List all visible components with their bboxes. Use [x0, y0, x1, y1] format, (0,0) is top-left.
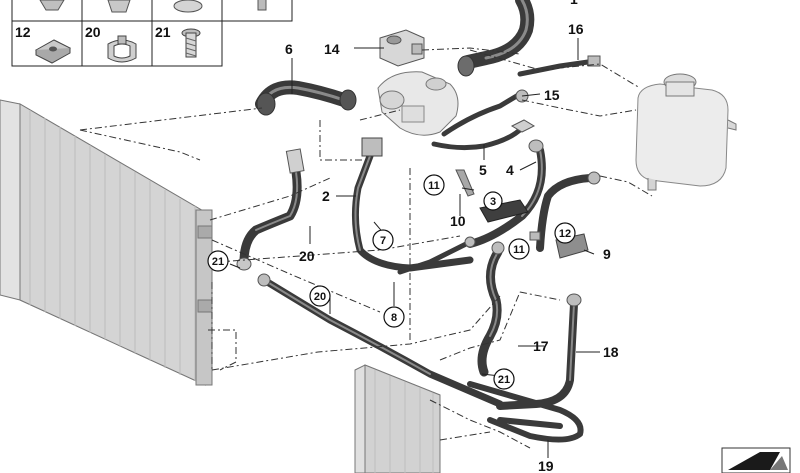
callout-19: 20	[299, 248, 315, 264]
callout-14: 15	[544, 87, 560, 103]
leader-lines	[229, 38, 600, 458]
callout-13: 14	[324, 41, 340, 57]
svg-text:11: 11	[513, 244, 525, 256]
callout-circle-7: 7	[372, 229, 394, 251]
electric-valve	[379, 29, 425, 67]
callout-15: 16	[568, 21, 584, 37]
svg-text:21: 21	[498, 374, 510, 386]
callout-17: 18	[603, 344, 619, 360]
callout-circle-21a: 21	[207, 250, 229, 272]
callout-circle-20: 20	[309, 285, 331, 307]
svg-text:3: 3	[490, 196, 496, 208]
auxiliary-radiator	[354, 364, 441, 473]
callout-10: 10	[450, 213, 466, 229]
callout-circle-11a: 11	[423, 174, 445, 196]
callout-2: 2	[322, 188, 330, 204]
radiator	[0, 99, 213, 386]
callout-18: 19	[538, 458, 554, 473]
svg-text:21: 21	[212, 256, 224, 268]
coolant-hoses	[236, 0, 601, 443]
orientation-logo	[721, 447, 791, 473]
callout-6: 6	[285, 41, 293, 57]
callout-1: 1	[570, 0, 578, 7]
callout-circle-11b: 11	[508, 238, 530, 260]
legend-number-12: 12	[15, 24, 31, 40]
callout-circle-8: 8	[383, 306, 405, 328]
legend-part-top-1	[39, 0, 65, 11]
legend-part-top-3	[173, 0, 203, 13]
callout-9: 9	[603, 246, 611, 262]
circled-callouts: 3 7 8 11 11 12 20 21	[207, 174, 576, 390]
svg-text:11: 11	[428, 180, 440, 192]
callout-16: 17	[533, 338, 549, 354]
legend-part-top-2	[107, 0, 131, 13]
callout-4: 4	[506, 162, 514, 178]
screw-icon	[181, 28, 201, 58]
hose-clamp-icon	[107, 35, 137, 63]
callout-circle-21b: 21	[493, 368, 515, 390]
svg-text:8: 8	[391, 312, 397, 324]
expansion-tank	[635, 73, 737, 191]
callout-circle-12: 12	[554, 222, 576, 244]
reference-lines	[79, 47, 653, 449]
svg-text:7: 7	[380, 235, 386, 247]
thermostat-housing	[377, 71, 459, 136]
clip-nut-icon	[34, 39, 72, 64]
callout-5: 5	[479, 162, 487, 178]
parts-legend-grid: 12 20 21	[11, 0, 293, 67]
svg-text:20: 20	[314, 291, 326, 303]
legend-number-21: 21	[155, 24, 171, 40]
part-callouts: 1 2 4 5 6 9 10 14 15 16 17 18 19 20	[285, 0, 619, 473]
callout-circle-3: 3	[483, 191, 503, 211]
svg-text:12: 12	[559, 228, 571, 240]
legend-number-20: 20	[85, 24, 101, 40]
legend-part-top-4	[257, 0, 267, 11]
